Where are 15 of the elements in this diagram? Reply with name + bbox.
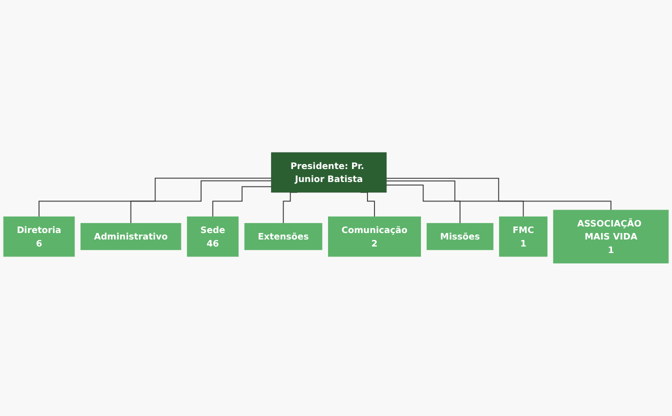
connector [38, 178, 272, 218]
node-box: Missões [426, 223, 494, 250]
node-box: Diretoria 6 [3, 216, 75, 257]
node-box: ASSOCIAÇÃO MAIS VIDA 1 [553, 210, 669, 264]
node-box: FMC 1 [499, 216, 548, 257]
node-box: Administrativo [80, 223, 182, 250]
connector [386, 180, 524, 218]
node-box: Sede 46 [186, 216, 239, 257]
node-box: Comunicação 2 [328, 216, 421, 257]
connector [130, 180, 272, 224]
node-box: Extensões [244, 223, 322, 250]
connector [386, 184, 460, 224]
connector [386, 178, 612, 211]
node-box: Presidente: Pr. Junior Batista [271, 152, 387, 193]
connector [212, 186, 272, 218]
